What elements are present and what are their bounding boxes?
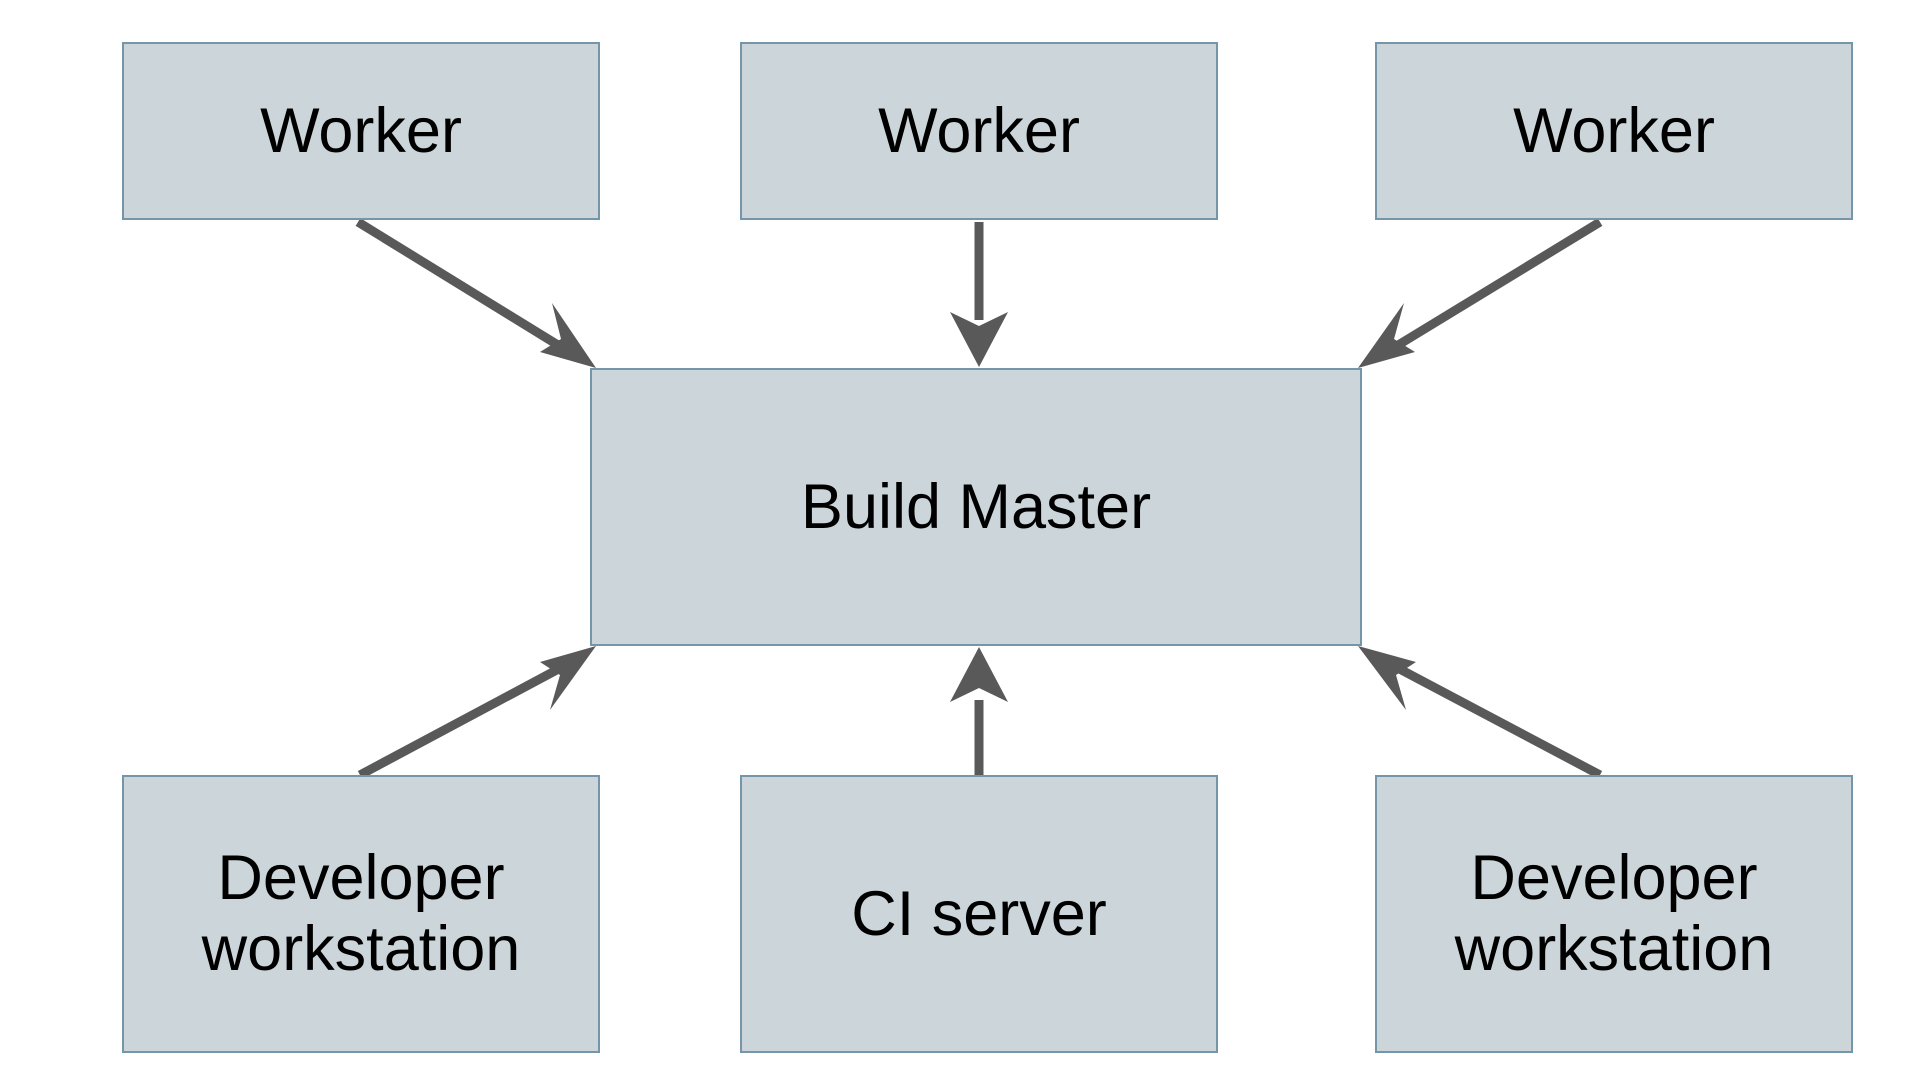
edge-dev-1-to-master [357, 646, 596, 779]
edge-dev-2-to-master [1358, 646, 1603, 779]
node-label: Worker [1513, 95, 1715, 166]
node-developer-workstation-left[interactable]: Developer workstation [122, 775, 600, 1053]
edge-line [1389, 661, 1603, 779]
arrowhead-barbed [540, 646, 596, 710]
edge-line [1387, 218, 1603, 354]
edge-worker-3-to-master [1358, 218, 1603, 368]
node-label: Worker [260, 95, 462, 166]
node-worker-1[interactable]: Worker [122, 42, 600, 220]
arrowhead-barbed [950, 647, 1008, 702]
node-label: Developer workstation [1454, 843, 1774, 984]
node-label: Build Master [800, 471, 1152, 542]
edge-line [357, 661, 569, 779]
node-label: Developer workstation [201, 843, 521, 984]
node-label: Worker [878, 95, 1080, 166]
arrowhead-barbed [950, 312, 1008, 367]
edge-worker-1-to-master [355, 218, 596, 368]
node-label: CI server [851, 878, 1107, 949]
edge-ci-to-master [950, 647, 1008, 775]
node-developer-workstation-right[interactable]: Developer workstation [1375, 775, 1853, 1053]
node-worker-3[interactable]: Worker [1375, 42, 1853, 220]
edge-line [355, 218, 569, 354]
arrowhead-barbed [540, 303, 596, 368]
arrowhead-barbed [1358, 646, 1416, 710]
node-ci-server[interactable]: CI server [740, 775, 1218, 1053]
node-build-master[interactable]: Build Master [590, 368, 1362, 646]
arrowhead-barbed [1358, 303, 1415, 368]
edge-worker-2-to-master [950, 222, 1008, 367]
node-worker-2[interactable]: Worker [740, 42, 1218, 220]
